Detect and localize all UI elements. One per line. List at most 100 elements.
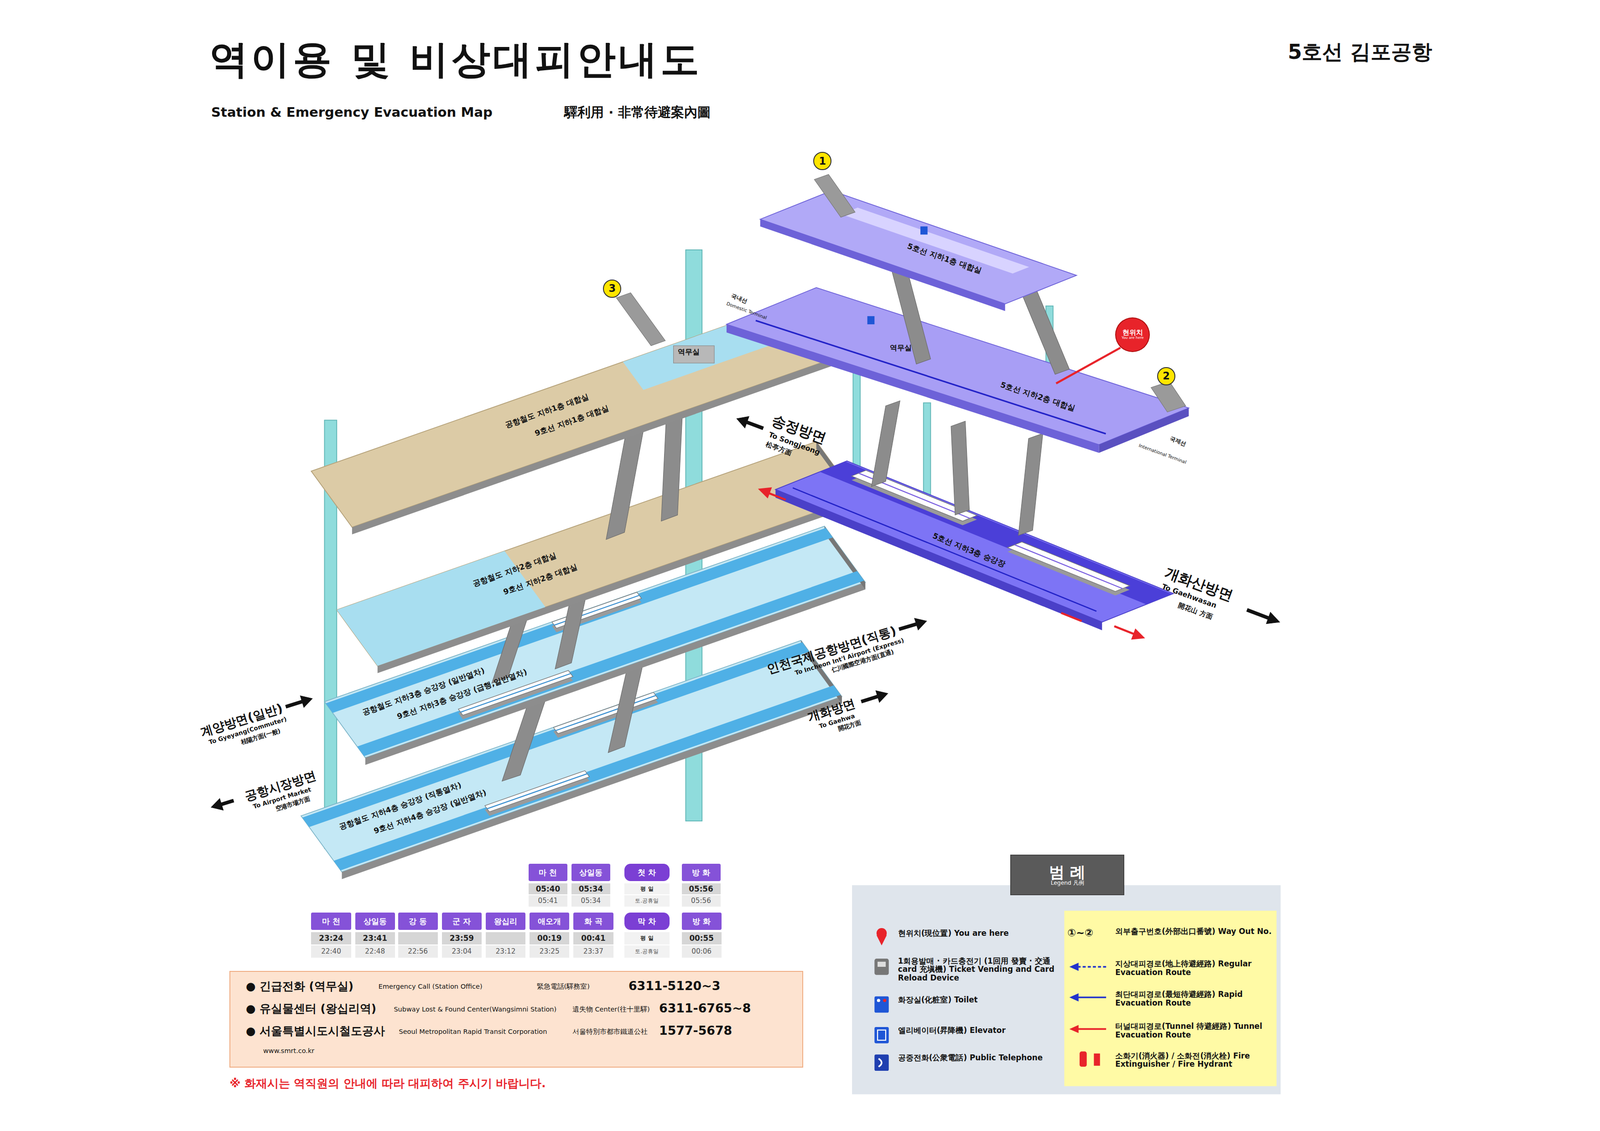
map-label: 국제선: [1169, 435, 1188, 448]
direction-arrow: [211, 416, 1280, 811]
line5-platform-b3: [775, 461, 1174, 631]
exit-stairs: [616, 292, 665, 346]
train: [1014, 545, 1123, 589]
timetable-cell: 23:04: [441, 945, 482, 958]
legend-text: 소화기(消火器) / 소화전(消火栓) Fire Extinguisher / …: [1115, 1051, 1274, 1070]
escalator: [1020, 285, 1070, 375]
timetable-cell: 00:55: [681, 932, 722, 945]
timetable-cell: 05:56: [681, 883, 721, 895]
legend-panel: [851, 885, 1281, 1095]
line5-concourse-b1: [841, 207, 1029, 274]
train: [555, 695, 656, 731]
map-label: International Terminal: [1137, 442, 1188, 466]
concourse-b1: [352, 358, 832, 535]
direction-arrow: [747, 422, 764, 429]
legend-symbol: [1069, 1024, 1079, 1034]
contact-text: 1577-5678: [659, 1023, 733, 1039]
timetable-cell: 23:37: [573, 945, 613, 958]
map-label: 5호선 지하1층 대합실: [906, 241, 983, 276]
timetable-cell: 첫 차: [624, 863, 670, 882]
legend-symbol: [878, 1058, 882, 1067]
direction-arrow: [285, 701, 302, 707]
map-label: 5호선 지하2층 대합실: [999, 380, 1077, 413]
node-text: 3: [608, 283, 617, 295]
contact-box: ● 긴급전화 (역무실)Emergency Call (Station Offi…: [229, 971, 803, 1068]
legend-symbol: [877, 998, 881, 1003]
line5-platform-b3: [775, 461, 1174, 623]
tunnel-route: [1132, 630, 1143, 639]
exit-stairs: [814, 174, 855, 218]
table-cell-blank: [485, 932, 526, 945]
direction-arrow: [300, 696, 312, 708]
node-text: 2: [1162, 370, 1170, 382]
timetable-cell: 00:19: [529, 932, 570, 945]
exit-stairs: [1151, 381, 1186, 412]
legend-text: 공중전화(公衆電話) Public Telephone: [898, 1053, 1057, 1063]
legend-text: 화장실(化粧室) Toilet: [898, 995, 1057, 1005]
legend-symbol: [876, 935, 887, 946]
direction-arrow: [898, 624, 917, 630]
timetable-cell: 평 일: [624, 932, 670, 945]
exit-stairs: [814, 174, 1186, 412]
train: [1007, 541, 1130, 592]
timetable-cell: 애오개: [529, 912, 570, 930]
legend-symbol: [1069, 962, 1079, 972]
exit-number: 1: [813, 151, 832, 171]
train: [851, 470, 1130, 596]
timetable-cell: 00:41: [573, 932, 613, 945]
timetable-cell: 23:59: [441, 932, 482, 945]
direction-arrow: [211, 798, 224, 811]
contact-text: ● 긴급전화 (역무실): [245, 980, 354, 993]
legend-text: 현위치(現位置) You are here: [898, 929, 1057, 938]
contact-text: 6311-6765~8: [659, 1001, 751, 1016]
contact-text: 緊急電話(驛務室): [536, 982, 590, 991]
contact-text: Subway Lost & Found Center(Wangsimni Sta…: [393, 1005, 557, 1014]
legend-symbol: [1079, 1051, 1087, 1068]
pillar: [923, 402, 931, 495]
title: 역이용 및 비상대피안내도: [209, 36, 703, 82]
node-text: 현위치: [1122, 329, 1143, 337]
timetable-cell: 22:40: [311, 945, 351, 958]
direction-arrow: [861, 696, 878, 702]
tunnel-route: [1114, 626, 1135, 635]
timetable-cell: 23:41: [355, 932, 395, 945]
contact-text: ● 유실물센터 (왕십리역): [245, 1002, 377, 1016]
direction-arrow: [914, 618, 927, 630]
map-label: 역무실: [889, 343, 912, 353]
map-label: 공항철도 지하1층 대합실: [503, 392, 591, 430]
legend-exit-number: ①~②: [1067, 927, 1094, 940]
legend-panel: [851, 885, 1281, 1095]
legend-symbol: [874, 996, 889, 1013]
legend-symbol: [1093, 1053, 1100, 1066]
timetable-cell: 05:56: [681, 895, 721, 907]
timetable-cell: 방 화: [681, 912, 722, 930]
contact-text: 6311-5120~3: [628, 979, 721, 994]
train: [487, 774, 588, 810]
escalator: [871, 400, 901, 487]
legend-symbol: [874, 1027, 889, 1044]
line5-concourse-b1: [760, 190, 1077, 304]
escalator: [1018, 433, 1044, 536]
legend-text: 엘리베이터(昇降機) Elevator: [898, 1026, 1057, 1035]
legend-text: 터널대피경로(Tunnel 待避經路) Tunnel Evacuation Ro…: [1115, 1022, 1274, 1040]
node-text: You are here: [1121, 336, 1144, 340]
legend-symbol: [1077, 1028, 1107, 1031]
legend-symbol: [883, 998, 887, 1003]
contact-text: Seoul Metropolitan Rapid Transit Corpora…: [398, 1028, 547, 1036]
timetable-cell: 05:34: [571, 895, 611, 907]
tunnel-route: [760, 488, 771, 497]
escalator: [950, 421, 970, 516]
timetable-cell: 방 화: [681, 863, 721, 882]
direction-arrow: [875, 690, 888, 703]
map-label: 5호선 지하3층 승강장: [931, 531, 1008, 569]
timetable-cell: 05:40: [528, 883, 568, 895]
legend-symbol: [1069, 993, 1079, 1002]
line5-concourse-b1: [760, 219, 1006, 312]
exit-stairs: [616, 292, 665, 346]
node-text: 1: [818, 155, 826, 167]
direction-arrow: [1246, 609, 1269, 619]
map-label: 역무실: [677, 348, 700, 357]
map-label: Station & Emergency Evacuation Map: [211, 104, 493, 120]
legend-symbol: [874, 958, 889, 976]
